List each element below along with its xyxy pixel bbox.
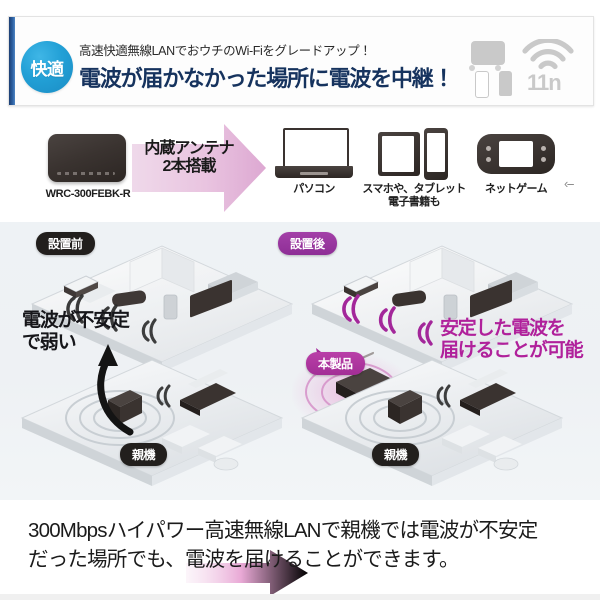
tablet-body	[378, 132, 420, 176]
more-devices-indicator: ‹⎯	[564, 176, 574, 191]
game-dpad-dot-icon	[486, 157, 491, 162]
antenna-feature-arrow	[132, 124, 266, 212]
device-tablet-phone: スマホや、タブレット 電子書籍も	[362, 128, 466, 208]
smartphone-icon	[475, 71, 489, 98]
antenna-feature-line1: 内蔵アンテナ	[144, 140, 234, 157]
game-button-dot-icon	[541, 146, 546, 151]
after-base-unit-pill: 親機	[372, 443, 420, 466]
banner-headline: 電波が届かなかった場所に電波を中継！	[79, 66, 455, 91]
comfort-badge-label: 快適	[30, 59, 65, 79]
before-stage-pill: 設置前	[36, 232, 95, 255]
header-banner: 快適 高速快適無線LANでおウチのWi-Fiをグレードアップ！ 電波が届かなかっ…	[8, 16, 594, 106]
wifi-standard-label: 11n	[527, 70, 562, 95]
comfort-badge: 快適	[21, 41, 73, 93]
banner-accent-bar	[9, 17, 15, 105]
after-floorplan-illustration	[292, 245, 574, 486]
tablet-phone-icon	[378, 128, 450, 180]
signal-dot-icon	[495, 65, 501, 71]
before-note-line2: で弱い	[22, 332, 77, 353]
before-floorplan-illustration	[20, 245, 294, 486]
device-laptop-caption: パソコン	[293, 183, 335, 195]
after-note-line2: 届けることが可能	[440, 340, 584, 361]
coverage-comparison-panel: 設置前 電波が不安定 で弱い 親機	[0, 222, 600, 596]
device-tablet-caption-2: 電子書籍も	[388, 195, 441, 208]
banner-subtitle: 高速快適無線LANでおウチのWi-Fiをグレードアップ！	[79, 44, 372, 58]
game-console-body	[477, 134, 555, 174]
device-compatibility-row: WRC-300FEBK-R 内蔵アンテナ 2本搭載 パソコン	[0, 118, 600, 218]
before-base-unit-pill: 親機	[120, 443, 168, 466]
summary-caption: 300Mbpsハイパワー高速無線LANで親機では電波が不安定 だった場所でも、電…	[28, 516, 588, 574]
device-game-console: ネットゲーム	[470, 128, 562, 196]
laptop-screen	[283, 128, 349, 170]
tablet-icon	[471, 41, 505, 65]
laptop-base	[275, 166, 353, 178]
after-stage-pill: 設置後	[278, 232, 337, 255]
game-console-icon	[477, 134, 555, 174]
router-icon	[499, 71, 512, 96]
signal-dot-icon	[469, 65, 475, 71]
wifi-standard-watermark: 11n	[463, 37, 583, 101]
footer-divider	[0, 594, 600, 600]
product-router-image	[48, 134, 126, 182]
device-laptop: パソコン	[268, 128, 360, 196]
after-note-line1: 安定した電波を	[440, 318, 566, 339]
game-button-dot-icon	[541, 157, 546, 162]
antenna-feature-line2: 2本搭載	[162, 157, 217, 175]
summary-caption-line2: だった場所でも、電波を届けることができます。	[28, 548, 460, 572]
antenna-feature-text: 内蔵アンテナ 2本搭載	[137, 140, 241, 176]
phone-body	[424, 128, 448, 180]
device-tablet-caption-1: スマホや、タブレット	[362, 183, 466, 195]
before-note-line1: 電波が不安定	[22, 310, 130, 331]
wifi-arc-icon	[522, 39, 574, 70]
summary-caption-line1: 300Mbpsハイパワー高速無線LANで親機では電波が不安定	[28, 519, 538, 542]
game-dpad-dot-icon	[486, 146, 491, 151]
laptop-icon	[275, 128, 353, 180]
this-product-pill: 本製品	[306, 352, 365, 375]
product-model-label: WRC-300FEBK-R	[45, 188, 131, 200]
transition-arrow	[186, 550, 308, 596]
device-game-caption: ネットゲーム	[484, 183, 548, 195]
